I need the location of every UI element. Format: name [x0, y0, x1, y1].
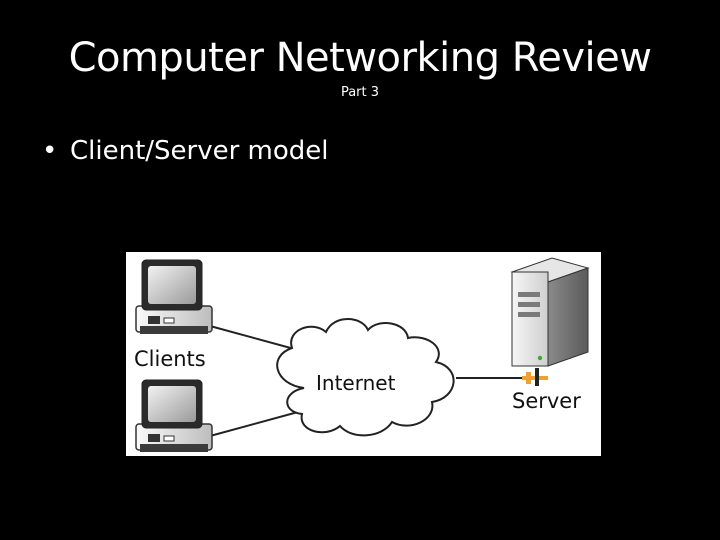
- bullet-dot: •: [42, 136, 58, 166]
- slide-subtitle: Part 3: [340, 85, 380, 100]
- client1-link: [209, 325, 299, 351]
- clients-label: Clients: [134, 347, 206, 371]
- client-server-diagram: Clients Internet Server: [126, 252, 601, 456]
- bullet-item: • Client/Server model: [42, 134, 329, 168]
- server-tower-icon: [510, 257, 590, 367]
- client-computer-icon: [135, 259, 213, 334]
- server-label: Server: [512, 389, 581, 413]
- diagram-canvas: Clients Internet Server: [134, 257, 590, 452]
- network-connector-icon: [522, 368, 548, 386]
- slide-title: Computer Networking Review: [68, 35, 652, 81]
- client-computer-icon: [135, 379, 213, 452]
- internet-label: Internet: [316, 371, 396, 395]
- internet-cloud-icon: [276, 318, 455, 437]
- client2-link: [209, 411, 299, 437]
- bullet-text: Client/Server model: [70, 136, 329, 166]
